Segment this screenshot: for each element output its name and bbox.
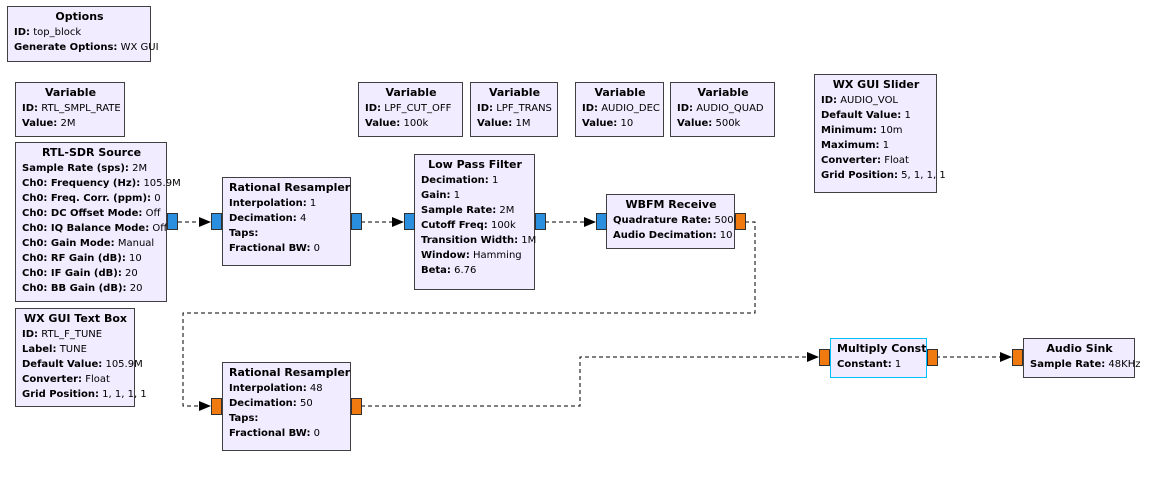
multiply-const-out-port[interactable] bbox=[927, 349, 938, 366]
multiply-const-block[interactable]: Multiply Const Constant: 1 bbox=[830, 338, 927, 378]
block-param: Value: 100k bbox=[365, 118, 429, 129]
block-param: Value: 500k bbox=[677, 118, 741, 129]
block-param: Minimum: 10m bbox=[821, 125, 903, 136]
block-param: ID: RTL_F_TUNE bbox=[22, 329, 103, 340]
block-title: Variable bbox=[594, 86, 646, 99]
audio-sink-in-port[interactable] bbox=[1012, 349, 1023, 366]
block-param: Value: 2M bbox=[22, 118, 76, 129]
rational-resampler-1-block[interactable]: Rational Resampler Interpolation: 1 Deci… bbox=[222, 177, 351, 266]
block-param: Taps: bbox=[229, 228, 259, 239]
block-param: Sample Rate: 2M bbox=[421, 205, 515, 216]
resampler-2-out-port[interactable] bbox=[351, 398, 362, 415]
wx-gui-slider-block[interactable]: WX GUI Slider ID: AUDIO_VOL Default Valu… bbox=[814, 74, 946, 193]
block-param: ID: LPF_TRANS bbox=[477, 103, 552, 114]
block-title: Rational Resampler bbox=[229, 366, 351, 379]
block-title: Variable bbox=[488, 86, 541, 99]
block-param: ID: LPF_CUT_OFF bbox=[365, 103, 452, 114]
block-title: WBFM Receive bbox=[625, 198, 717, 211]
lpf-out-port[interactable] bbox=[535, 213, 546, 230]
block-param: Beta: 6.76 bbox=[421, 265, 477, 276]
block-param: Value: 1M bbox=[477, 118, 531, 129]
wbfm-out-port[interactable] bbox=[735, 213, 746, 230]
block-param: Converter: Float bbox=[821, 155, 909, 166]
lpf-in-port[interactable] bbox=[404, 213, 415, 230]
block-param: Sample Rate: 48KHz bbox=[1030, 359, 1141, 370]
connection-wbfm-resamp2 bbox=[182, 221, 756, 411]
block-param: Value: 10 bbox=[582, 118, 634, 129]
block-param: Generate Options: WX GUI bbox=[14, 42, 159, 53]
block-param: ID: AUDIO_DEC bbox=[582, 103, 660, 114]
variable-rtl-smpl-rate-block[interactable]: Variable ID: RTL_SMPL_RATE Value: 2M bbox=[15, 82, 125, 137]
rtl-sdr-out-port[interactable] bbox=[167, 213, 178, 230]
block-param: ID: top_block bbox=[14, 27, 82, 38]
resampler-1-in-port[interactable] bbox=[211, 213, 222, 230]
block-param: Decimation: 1 bbox=[421, 175, 499, 186]
variable-lpf-trans-block[interactable]: Variable ID: LPF_TRANS Value: 1M bbox=[470, 82, 558, 137]
block-param: Interpolation: 48 bbox=[229, 383, 323, 394]
block-title: Audio Sink bbox=[1046, 342, 1113, 355]
block-title: Variable bbox=[44, 86, 97, 99]
block-param: Gain: 1 bbox=[421, 190, 461, 201]
resampler-2-in-port[interactable] bbox=[211, 398, 222, 415]
block-param: Grid Position: 1, 1, 1, 1 bbox=[22, 389, 147, 400]
block-param: Label: TUNE bbox=[22, 344, 87, 355]
block-param: Grid Position: 5, 1, 1, 1 bbox=[821, 170, 946, 181]
wbfm-in-port[interactable] bbox=[596, 213, 607, 230]
block-param: ID: AUDIO_QUAD bbox=[677, 103, 764, 114]
block-param: Quadrature Rate: 500k bbox=[613, 215, 740, 226]
block-param: Converter: Float bbox=[22, 374, 110, 385]
block-param: Decimation: 4 bbox=[229, 213, 307, 224]
block-param: Taps: bbox=[229, 413, 259, 424]
block-title: Low Pass Filter bbox=[428, 158, 522, 171]
block-param: Sample Rate (sps): 2M bbox=[22, 163, 148, 174]
block-param: Ch0: Gain Mode: Manual bbox=[22, 238, 155, 249]
block-param: Window: Hamming bbox=[421, 250, 522, 261]
rational-resampler-2-block[interactable]: Rational Resampler Interpolation: 48 Dec… bbox=[222, 362, 351, 451]
block-param: Ch0: Freq. Corr. (ppm): 0 bbox=[22, 193, 161, 204]
block-param: Transition Width: 1M bbox=[421, 235, 537, 246]
block-param: Fractional BW: 0 bbox=[229, 243, 321, 254]
block-param: Audio Decimation: 10 bbox=[613, 230, 733, 241]
rtl-sdr-source-block[interactable]: RTL-SDR Source Sample Rate (sps): 2M Ch0… bbox=[15, 142, 181, 302]
resampler-1-out-port[interactable] bbox=[351, 213, 362, 230]
block-param: Maximum: 1 bbox=[821, 140, 890, 151]
variable-audio-dec-block[interactable]: Variable ID: AUDIO_DEC Value: 10 bbox=[575, 82, 664, 137]
block-title: Variable bbox=[697, 86, 749, 99]
block-title: WX GUI Slider bbox=[832, 78, 920, 91]
block-param: Ch0: Frequency (Hz): 105.9M bbox=[22, 178, 181, 189]
block-param: ID: AUDIO_VOL bbox=[821, 95, 899, 106]
block-title: WX GUI Text Box bbox=[23, 312, 128, 325]
block-param: Default Value: 105.9M bbox=[22, 359, 143, 370]
block-param: Ch0: DC Offset Mode: Off bbox=[22, 208, 161, 219]
wx-gui-text-box-block[interactable]: WX GUI Text Box ID: RTL_F_TUNE Label: TU… bbox=[15, 308, 147, 407]
block-param: Ch0: IQ Balance Mode: Off bbox=[22, 223, 168, 234]
block-param: Decimation: 50 bbox=[229, 398, 313, 409]
block-param: Ch0: RF Gain (dB): 10 bbox=[22, 253, 142, 264]
block-param: Ch0: IF Gain (dB): 20 bbox=[22, 268, 138, 279]
low-pass-filter-block[interactable]: Low Pass Filter Decimation: 1 Gain: 1 Sa… bbox=[414, 154, 537, 290]
block-param: Constant: 1 bbox=[837, 359, 902, 370]
block-param: Fractional BW: 0 bbox=[229, 428, 321, 439]
block-title: Multiply Const bbox=[837, 342, 927, 355]
wbfm-receive-block[interactable]: WBFM Receive Quadrature Rate: 500k Audio… bbox=[606, 194, 740, 249]
block-param: Interpolation: 1 bbox=[229, 198, 317, 209]
block-param: Default Value: 1 bbox=[821, 110, 911, 121]
block-param: ID: RTL_SMPL_RATE bbox=[22, 103, 121, 114]
block-title: Rational Resampler bbox=[229, 181, 351, 194]
audio-sink-block[interactable]: Audio Sink Sample Rate: 48KHz bbox=[1023, 338, 1141, 378]
block-title: Options bbox=[55, 10, 104, 23]
connection-resamp2-mulconst bbox=[361, 352, 819, 407]
variable-lpf-cut-off-block[interactable]: Variable ID: LPF_CUT_OFF Value: 100k bbox=[358, 82, 463, 137]
block-param: Cutoff Freq: 100k bbox=[421, 220, 516, 231]
block-title: Variable bbox=[385, 86, 437, 99]
variable-audio-quad-block[interactable]: Variable ID: AUDIO_QUAD Value: 500k bbox=[670, 82, 775, 137]
options-block[interactable]: Options ID: top_block Generate Options: … bbox=[7, 6, 159, 62]
multiply-const-in-port[interactable] bbox=[819, 349, 830, 366]
block-title: RTL-SDR Source bbox=[41, 146, 142, 159]
block-param: Ch0: BB Gain (dB): 20 bbox=[22, 283, 143, 294]
